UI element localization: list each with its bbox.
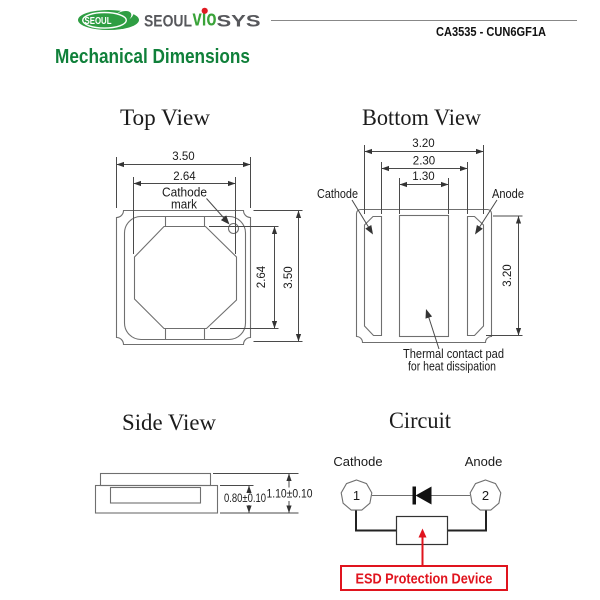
- svg-text:Cathode: Cathode: [162, 186, 207, 200]
- svg-text:2.64: 2.64: [173, 171, 196, 183]
- svg-text:1.30: 1.30: [412, 171, 434, 183]
- svg-text:for heat dissipation: for heat dissipation: [408, 360, 496, 374]
- svg-text:1.10±0.10: 1.10±0.10: [267, 489, 313, 501]
- svg-text:SEOUL: SEOUL: [85, 16, 112, 27]
- svg-text:Anode: Anode: [492, 187, 524, 201]
- svg-text:Bottom View: Bottom View: [362, 105, 481, 130]
- svg-text:3.50: 3.50: [283, 266, 295, 288]
- svg-text:Cathode: Cathode: [333, 454, 382, 469]
- svg-text:2.64: 2.64: [256, 265, 268, 288]
- svg-text:3.20: 3.20: [412, 138, 434, 150]
- svg-text:Cathode: Cathode: [317, 187, 358, 201]
- svg-text:ESD Protection Device: ESD Protection Device: [356, 572, 493, 588]
- svg-text:Mechanical Dimensions: Mechanical Dimensions: [55, 46, 250, 68]
- svg-text:3.50: 3.50: [172, 151, 194, 163]
- svg-text:0.80±0.10: 0.80±0.10: [224, 493, 266, 505]
- svg-text:Anode: Anode: [465, 454, 503, 469]
- svg-text:SEOUL: SEOUL: [144, 12, 192, 31]
- svg-text:Side View: Side View: [122, 410, 216, 435]
- svg-text:Circuit: Circuit: [389, 408, 452, 433]
- svg-text:2.30: 2.30: [413, 156, 435, 168]
- svg-text:Top View: Top View: [120, 105, 210, 130]
- svg-text:CA3535 - CUN6GF1A: CA3535 - CUN6GF1A: [436, 25, 546, 39]
- svg-text:mark: mark: [171, 198, 198, 212]
- svg-text:3.20: 3.20: [502, 264, 514, 286]
- svg-text:1: 1: [353, 488, 360, 503]
- svg-text:2: 2: [482, 488, 489, 503]
- svg-text:Thermal contact pad: Thermal contact pad: [403, 347, 504, 361]
- svg-text:SYS: SYS: [217, 12, 261, 31]
